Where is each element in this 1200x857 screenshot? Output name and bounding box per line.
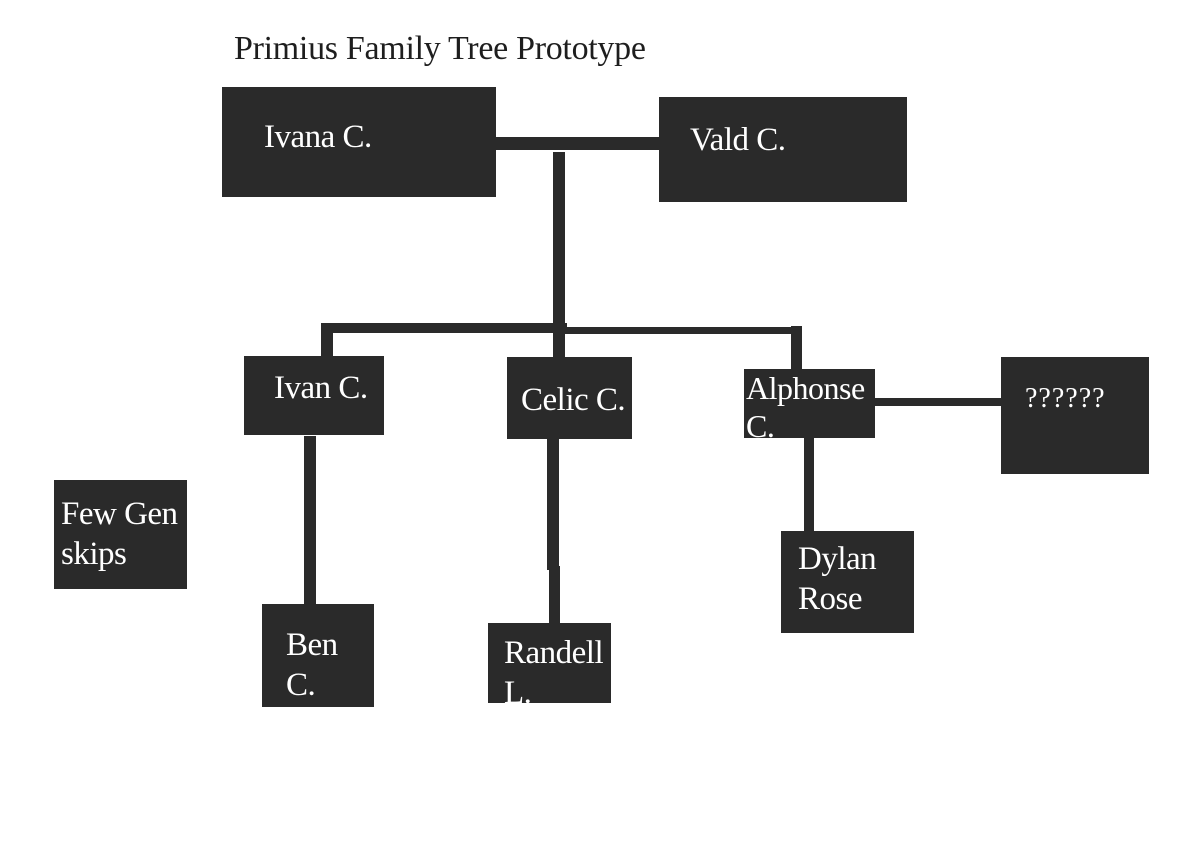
drop-connector-alphonse bbox=[791, 326, 802, 370]
descendant-connector-alphonse-dylan bbox=[804, 436, 814, 534]
person-name-alphonse: Alphonse C. bbox=[746, 370, 865, 438]
person-node-alphonse[interactable]: Alphonse C. bbox=[744, 369, 875, 438]
person-node-ivan[interactable]: Ivan C. bbox=[244, 356, 384, 435]
person-node-unknown[interactable]: ?????? bbox=[1001, 357, 1149, 474]
person-node-ivana[interactable]: Ivana C. bbox=[222, 87, 496, 197]
person-name-ben: Ben C. bbox=[286, 627, 338, 703]
person-name-randell: Randell L. bbox=[504, 635, 604, 703]
drop-connector-ivan bbox=[321, 323, 333, 357]
descendant-connector-ivan-ben bbox=[304, 436, 316, 606]
person-node-vald[interactable]: Vald C. bbox=[659, 97, 907, 202]
children-bar-right-connector bbox=[560, 327, 801, 334]
spouse-connector-alphonse-unknown bbox=[873, 398, 1003, 406]
person-name-dylan: Dylan Rose bbox=[798, 541, 877, 617]
parent-trunk-connector bbox=[553, 152, 565, 334]
note-node-few-gen-skips[interactable]: Few Gen skips bbox=[54, 480, 187, 589]
drop-connector-celic bbox=[553, 330, 565, 358]
person-name-celic: Celic C. bbox=[521, 382, 626, 418]
person-node-dylan[interactable]: Dylan Rose bbox=[781, 531, 914, 633]
descendant-connector-celic-randell bbox=[547, 438, 559, 570]
diagram-title: Primius Family Tree Prototype bbox=[234, 30, 646, 67]
person-node-celic[interactable]: Celic C. bbox=[507, 357, 632, 439]
person-name-unknown: ?????? bbox=[1025, 383, 1106, 414]
children-bar-connector bbox=[321, 323, 567, 333]
spouse-connector-ivana-vald bbox=[494, 137, 662, 150]
person-name-vald: Vald C. bbox=[690, 122, 786, 158]
person-node-randell[interactable]: Randell L. bbox=[488, 623, 611, 703]
person-name-ivan: Ivan C. bbox=[274, 370, 368, 406]
descendant-connector-celic-randell-lower bbox=[549, 566, 560, 626]
person-name-ivana: Ivana C. bbox=[264, 119, 372, 155]
person-node-ben[interactable]: Ben C. bbox=[262, 604, 374, 707]
note-text-few-gen-skips: Few Gen skips bbox=[61, 496, 178, 572]
